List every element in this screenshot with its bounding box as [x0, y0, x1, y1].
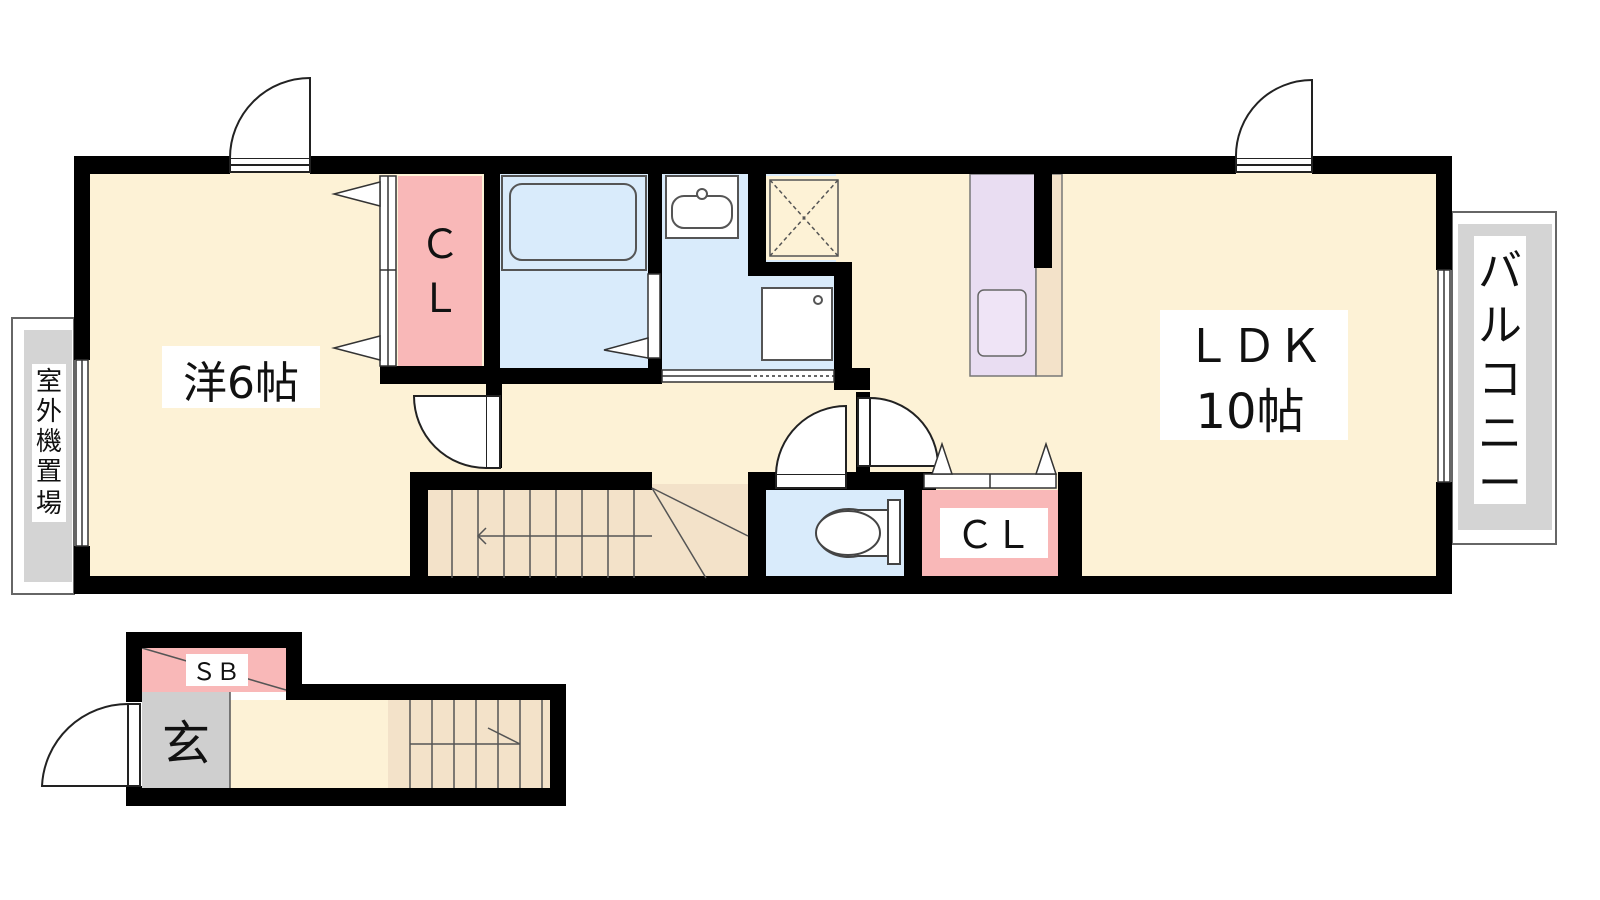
label-shoe-box: ＳＢ	[192, 658, 240, 686]
closet-left-doors	[331, 175, 397, 367]
closet-left-floor	[398, 176, 482, 366]
label-western-room: 洋6帖	[183, 358, 299, 409]
washing-machine	[761, 287, 833, 361]
labels: 洋6帖 ＬＤＫ 10帖 Ｃ Ｌ ＣＬ ＳＢ 玄 バ ル コ ニ ー 室 外 機 …	[32, 222, 1526, 772]
washroom-door	[661, 369, 835, 383]
label-ac-5: 場	[36, 489, 62, 519]
label-ldk-size: 10帖	[1195, 384, 1304, 440]
top-doors	[229, 76, 1313, 173]
ldk-door	[857, 396, 940, 467]
label-ac-2: 外	[36, 397, 62, 427]
label-closet-right: ＣＬ	[956, 513, 1032, 557]
label-balcony-2: ル	[1478, 300, 1522, 351]
closet-right-doors	[923, 441, 1058, 489]
stairs-lower	[409, 700, 543, 788]
label-ac-4: 置	[36, 457, 62, 487]
label-ac-1: 室	[36, 367, 62, 397]
label-balcony-5: ー	[1478, 458, 1522, 509]
label-balcony-3: コ	[1478, 354, 1522, 405]
bathtub	[501, 175, 647, 271]
label-closet-left-2: Ｌ	[420, 276, 460, 322]
label-closet-left-1: Ｃ	[420, 222, 460, 268]
label-ldk: ＬＤＫ	[1185, 319, 1323, 373]
label-entrance: 玄	[162, 716, 210, 772]
stairs-floor	[426, 484, 748, 578]
washbasin	[665, 175, 739, 239]
western-room-door	[412, 395, 501, 469]
stairs-main	[451, 487, 749, 579]
label-balcony-1: バ	[1478, 246, 1522, 297]
toilet	[815, 499, 901, 565]
entrance-walls	[126, 632, 566, 806]
laundry-space	[769, 179, 839, 257]
label-ac-3: 機	[36, 427, 62, 457]
inner-walls	[380, 164, 1082, 582]
toilet-door	[775, 404, 847, 489]
entrance-door	[40, 702, 141, 787]
kitchen-sink	[977, 289, 1027, 357]
label-balcony-4: ニ	[1478, 408, 1522, 459]
bath-door	[603, 273, 661, 359]
windows	[75, 269, 1451, 547]
